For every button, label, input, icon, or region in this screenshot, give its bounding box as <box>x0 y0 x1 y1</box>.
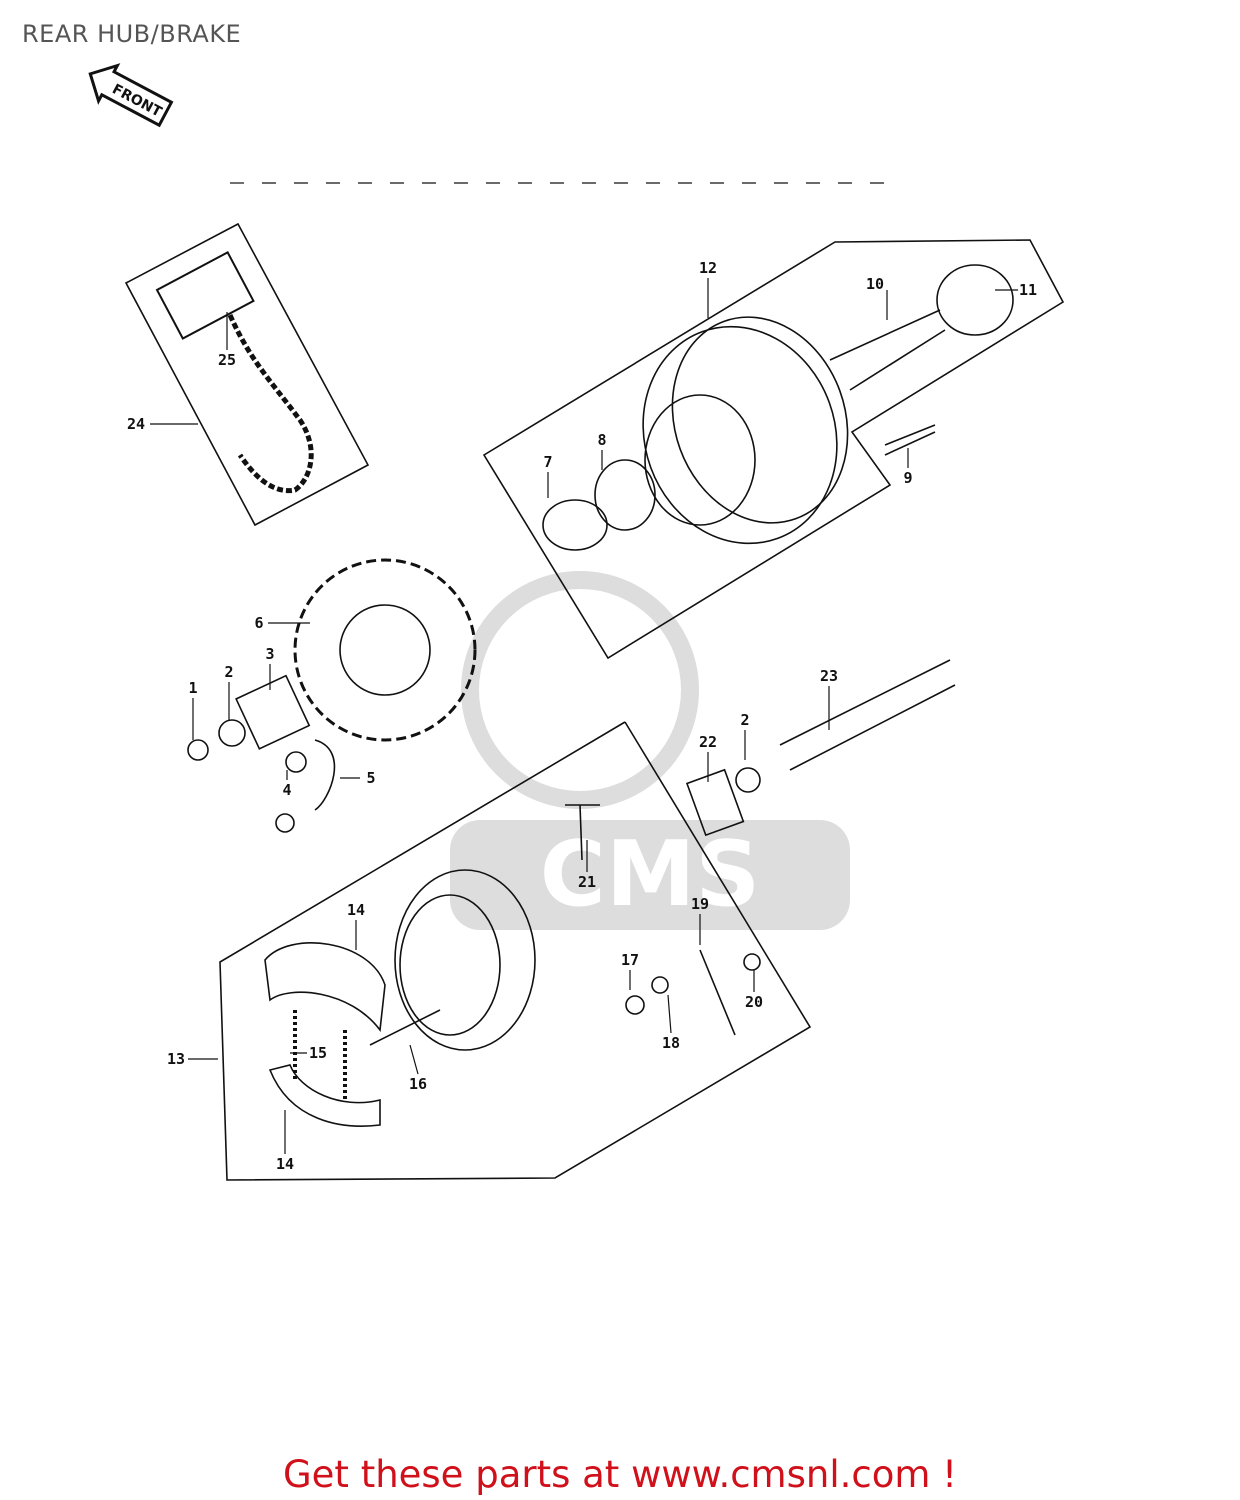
callout-19: 19 <box>690 895 710 913</box>
axle <box>565 659 956 861</box>
brake-group-box <box>219 721 812 1181</box>
callout-18: 18 <box>661 1034 681 1052</box>
callout-9: 9 <box>903 469 913 487</box>
leader-lines <box>150 278 1018 1154</box>
callout-7: 7 <box>543 453 553 471</box>
cms-watermark-logo: CMS <box>450 571 850 930</box>
drive-chain <box>155 251 314 494</box>
rear-hub <box>542 264 1014 551</box>
callout-10: 10 <box>865 275 885 293</box>
callout-2-axle: 2 <box>740 711 750 729</box>
callout-11: 11 <box>1018 281 1038 299</box>
callout-20: 20 <box>744 993 764 1011</box>
cmsnl-link[interactable]: Get these parts at www.cmsnl.com ! <box>282 1453 957 1496</box>
front-arrow-icon: FRONT <box>88 63 174 128</box>
callout-22: 22 <box>698 733 718 751</box>
callout-6: 6 <box>254 614 264 632</box>
callout-8: 8 <box>597 431 607 449</box>
callout-17: 17 <box>620 951 640 969</box>
brake-panel <box>264 869 761 1127</box>
callout-14-upper: 14 <box>346 901 366 919</box>
callout-1: 1 <box>188 679 198 697</box>
callout-2: 2 <box>224 663 234 681</box>
callout-23: 23 <box>819 667 839 685</box>
callout-13: 13 <box>166 1050 186 1068</box>
callout-14-lower: 14 <box>275 1155 295 1173</box>
callout-5: 5 <box>366 769 376 787</box>
callout-16: 16 <box>408 1075 428 1093</box>
callout-21: 21 <box>577 873 597 891</box>
rear-sprocket <box>187 558 477 833</box>
watermark-text: CMS <box>540 822 760 927</box>
page-title: REAR HUB/BRAKE <box>22 20 242 48</box>
hub-group-box <box>482 239 1065 660</box>
callout-4: 4 <box>282 781 292 799</box>
callout-24: 24 <box>126 415 146 433</box>
callout-3: 3 <box>265 645 275 663</box>
callout-15: 15 <box>308 1044 328 1062</box>
chain-group-box <box>124 222 370 527</box>
callout-25: 25 <box>217 351 237 369</box>
callout-12: 12 <box>698 259 718 277</box>
